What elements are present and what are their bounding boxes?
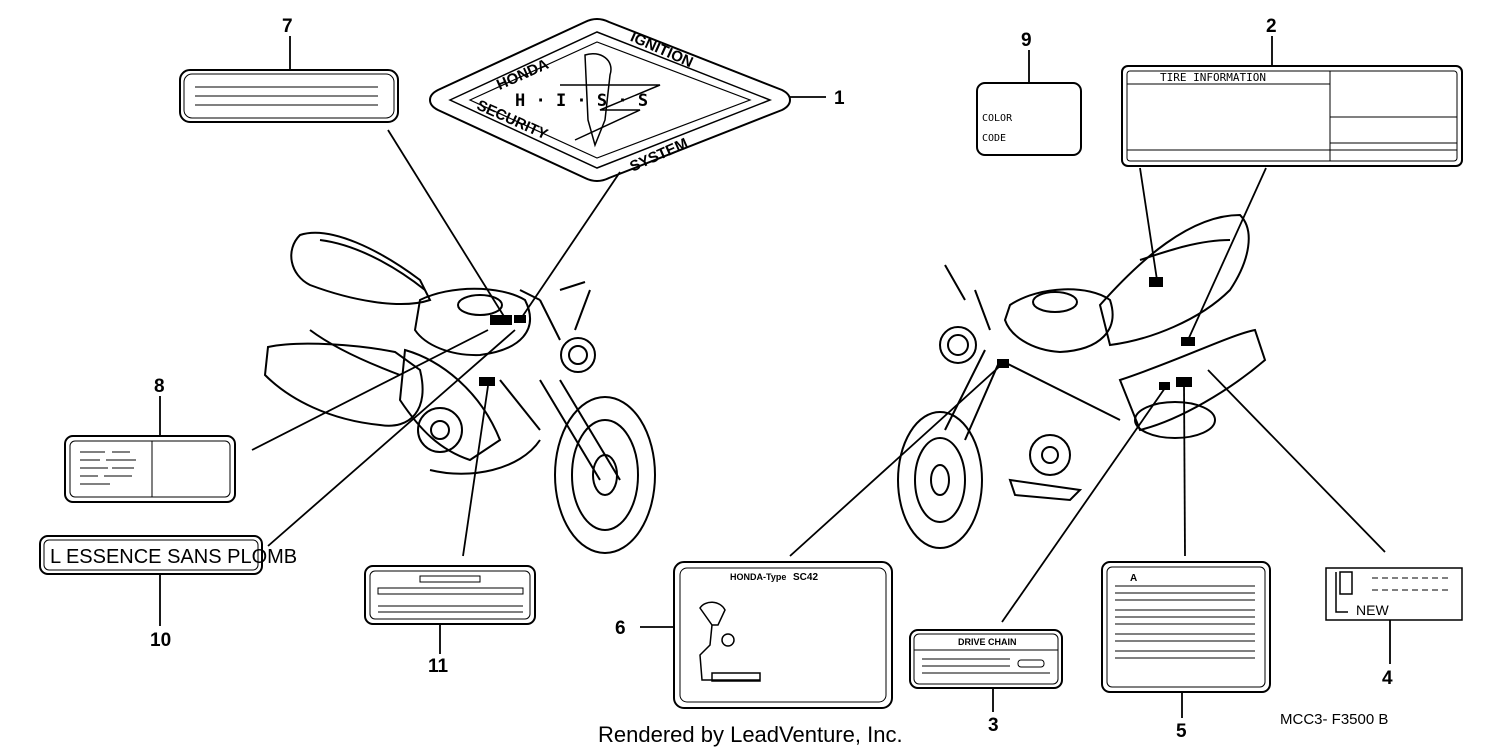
his-security-label	[428, 18, 792, 182]
tire-info-title: TIRE INFORMATION	[1160, 71, 1266, 84]
drive-chain-title: DRIVE CHAIN	[958, 637, 1017, 647]
honda-type-code: SC42	[793, 572, 818, 583]
new-text: NEW	[1356, 602, 1389, 618]
honda-type-plate	[673, 561, 893, 709]
callout-9: 9	[1021, 30, 1032, 51]
code-text: CODE	[982, 133, 1006, 144]
his-logo-text: HONDA IGNITION H · I · S · S SECURITY SY…	[474, 29, 695, 176]
rendered-by-text: Rendered by LeadVenture, Inc.	[598, 722, 903, 747]
his-honda-text: HONDA	[494, 56, 551, 94]
fuel-label-text: L ESSENCE SANS PLOMB	[50, 546, 297, 568]
new-label-plate	[1325, 567, 1463, 621]
his-center-text: H · I · S · S	[515, 91, 648, 111]
honda-type-title: HONDA-Type	[730, 572, 786, 582]
leader-lines	[251, 96, 1386, 628]
fuel-label-plate	[39, 535, 263, 575]
callout-4: 4	[1382, 668, 1393, 689]
label-11-plate	[364, 565, 536, 625]
color-text: COLOR	[982, 113, 1013, 124]
callout-7: 7	[282, 16, 293, 37]
motorcycle-right	[897, 213, 1267, 549]
callout-1: 1	[834, 88, 845, 109]
caution-plate	[1101, 561, 1271, 693]
his-system-text: SYSTEM	[627, 135, 690, 176]
callout-11: 11	[428, 656, 449, 677]
callout-8: 8	[154, 376, 165, 397]
tire-info-plate	[1121, 65, 1463, 167]
callout-3: 3	[988, 715, 999, 736]
label-7-plate	[179, 69, 399, 123]
caution-mark: A	[1130, 573, 1137, 584]
callout-numbers: 1 2 3 4 5 6 7 8 9 10 11	[150, 16, 1393, 742]
part-code-text: MCC3- F3500 B	[1280, 711, 1388, 728]
motorcycle-left	[263, 231, 656, 554]
callout-5: 5	[1176, 721, 1187, 742]
callout-6: 6	[615, 618, 626, 639]
callout-2: 2	[1266, 16, 1277, 37]
callout-10: 10	[150, 630, 171, 651]
his-ignition-text: IGNITION	[628, 29, 696, 72]
label-8-plate	[64, 435, 236, 503]
drive-chain-plate	[909, 629, 1063, 689]
